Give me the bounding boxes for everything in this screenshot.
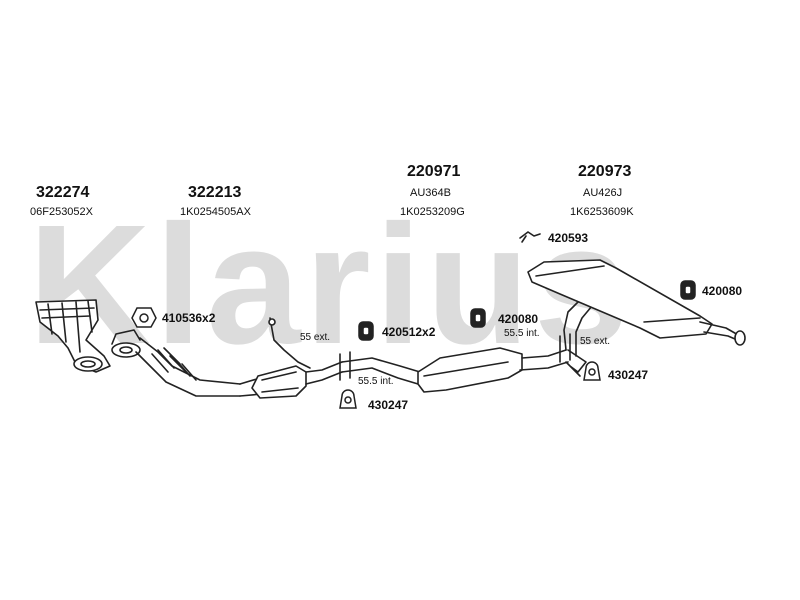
assembly-number-front-pipe: 322213	[188, 184, 242, 201]
rubber-mount-icon-x2	[358, 321, 374, 341]
dim-label-ext-left: 55 ext.	[300, 332, 331, 343]
dim-label-ext-right: 55 ext.	[580, 336, 611, 347]
clamp-icon-right	[583, 361, 601, 381]
dim-label-int-right: 55.5 int.	[504, 328, 540, 339]
part-label-mount-x2: 420512x2	[382, 325, 436, 339]
assembly-number-manifold: 322274	[36, 184, 90, 201]
assembly-sub-rear-silencer: AU426J	[583, 187, 623, 199]
part-label-gasket: 410536x2	[162, 311, 216, 325]
part-label-clamp-right: 430247	[608, 368, 649, 382]
rear-silencer-drawing	[527, 259, 746, 377]
assembly-code-front-pipe: 1K0254505AX	[180, 206, 251, 218]
catalytic-converter-drawing	[251, 361, 343, 399]
joint-marks-right	[559, 333, 571, 363]
assembly-number-rear-silencer: 220973	[578, 163, 632, 180]
part-label-mount-right: 420080	[702, 284, 743, 298]
front-pipe-drawing	[111, 329, 263, 397]
clamp-icon-low	[339, 389, 357, 409]
hanger-420593-drawing	[519, 231, 541, 243]
brand-watermark: Klarius	[28, 190, 633, 380]
centre-silencer-drawing	[341, 347, 569, 393]
assembly-sub-centre-silencer: AU364B	[410, 187, 451, 199]
rubber-mount-icon-right	[680, 280, 696, 300]
dim-label-int-left: 55.5 int.	[358, 376, 394, 387]
gasket-icon	[131, 307, 157, 328]
exhaust-manifold-drawing	[35, 299, 111, 373]
sensor-wire-drawing	[269, 317, 311, 369]
assembly-code-rear-silencer: 1K6253609K	[570, 206, 634, 218]
assembly-number-centre-silencer: 220971	[407, 163, 461, 180]
part-label-mount-mid: 420080	[498, 312, 539, 326]
joint-marks-left	[339, 351, 351, 381]
assembly-code-manifold: 06F253052X	[30, 206, 93, 218]
part-label-clamp-low: 430247	[368, 398, 409, 412]
assembly-code-centre-silencer: 1K0253209G	[400, 206, 465, 218]
part-label-hanger: 420593	[548, 231, 589, 245]
rubber-mount-icon-mid	[470, 308, 486, 328]
